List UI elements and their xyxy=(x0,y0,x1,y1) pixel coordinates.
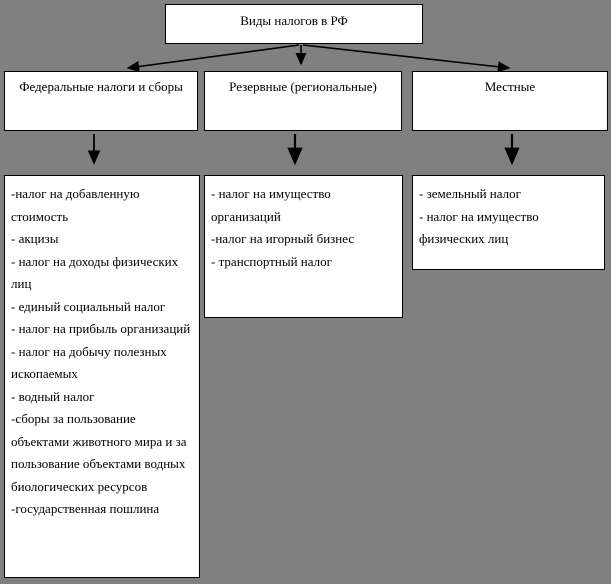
category-label-regional: Резервные (региональные) xyxy=(229,79,377,94)
regional-taxes-list-box: - налог на имущество организаций -налог … xyxy=(204,175,403,318)
category-label-federal: Федеральные налоги и сборы xyxy=(19,79,183,94)
list-item: - единый социальный налог xyxy=(11,298,166,314)
list-item: -сборы за пользование объектами животног… xyxy=(11,411,187,494)
arrow-root-to-federal-icon xyxy=(126,44,300,73)
list-item: - земельный налог xyxy=(419,186,521,201)
list-item: - водный налог xyxy=(11,388,95,404)
list-item: -государственная пошлина xyxy=(11,501,160,516)
list-item: - налог на прибыль организаций xyxy=(11,321,191,336)
category-box-regional: Резервные (региональные) xyxy=(204,71,402,131)
category-label-local: Местные xyxy=(484,79,536,94)
list-item: - налог на добычу полезных ископаемых xyxy=(11,343,167,382)
list-item: -налог на игорный бизнес xyxy=(211,231,355,246)
arrow-root-to-local-icon xyxy=(302,44,511,73)
list-item: - налог на имущество физических лиц xyxy=(419,208,539,247)
federal-taxes-list-box: -налог на добавленную стоимость - акцизы… xyxy=(4,175,200,578)
list-item: - налог на имущество организаций xyxy=(211,186,331,224)
diagram-title: Виды налогов в РФ xyxy=(240,13,348,28)
list-item: - налог на доходы физических лиц xyxy=(11,253,179,292)
category-box-local: Местные xyxy=(412,71,608,131)
local-taxes-list-box: - земельный налог - налог на имущество ф… xyxy=(412,175,605,270)
root-title-box: Виды налогов в РФ xyxy=(165,4,423,44)
list-item: -налог на добавленную стоимость xyxy=(11,186,140,224)
list-item: - транспортный налог xyxy=(211,253,332,269)
list-item: - акцизы xyxy=(11,231,59,246)
category-box-federal: Федеральные налоги и сборы xyxy=(4,71,198,131)
